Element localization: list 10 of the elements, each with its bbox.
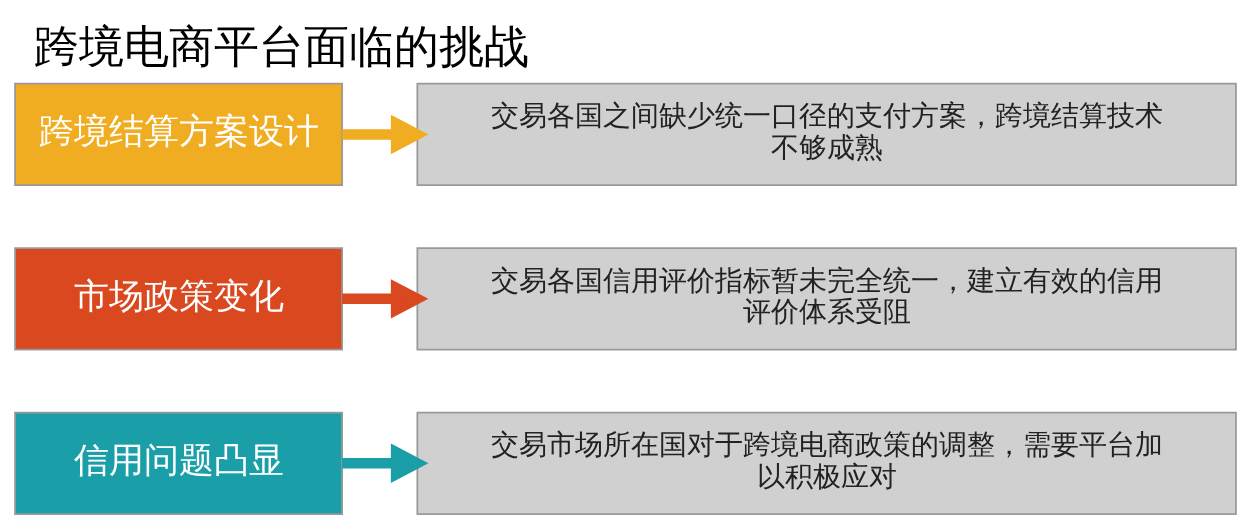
arrow <box>342 443 429 483</box>
node-box: 交易市场所在国对于跨境电商政策的调整，需要平台加以积极应对 <box>416 411 1237 515</box>
arrow <box>342 278 429 319</box>
arrow <box>342 114 429 154</box>
node-box: 交易各国信用评价指标暂未完全统一，建立有效的信用评价体系受阻 <box>416 246 1237 350</box>
diagram-title: 跨境电商平台面临的挑战 <box>34 19 530 73</box>
node-box: 跨境结算方案设计 <box>14 82 343 186</box>
node-box: 交易各国之间缺少统一口径的支付方案，跨境结算技术不够成熟 <box>416 82 1237 186</box>
node-box: 信用问题凸显 <box>14 411 343 515</box>
node-box: 市场政策变化 <box>14 246 343 350</box>
